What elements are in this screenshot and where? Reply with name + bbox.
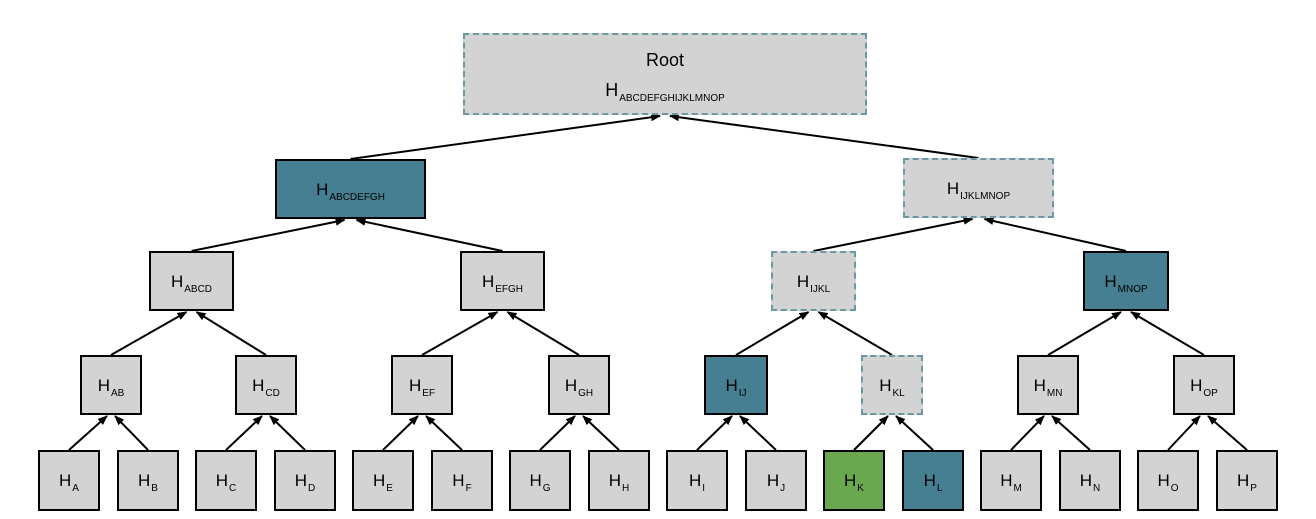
node-label: HJ (766, 471, 786, 494)
hash-node-f: HF (431, 450, 493, 511)
edge-level1-to-root (669, 113, 979, 159)
node-label: HC (215, 471, 237, 494)
edge-leaf-to-level3 (582, 415, 620, 451)
edge-leaf-to-level3 (425, 415, 463, 451)
node-label: HOP (1190, 375, 1218, 399)
hash-node-abcd: HABCD (149, 251, 234, 311)
edge-leaf-to-level3 (1051, 415, 1091, 451)
node-label: HIJKL (796, 271, 831, 295)
edge-level3-to-level2 (735, 311, 810, 356)
node-label: HMNOP (1104, 271, 1148, 295)
hash-node-cd: HCD (235, 355, 297, 415)
node-label: HABCD (170, 271, 213, 295)
node-label: HEFGH (481, 271, 524, 295)
hash-node-c: HC (195, 450, 257, 511)
edge-leaf-to-level3 (68, 415, 108, 451)
node-label: HO (1157, 471, 1179, 494)
hash-node-i: HI (666, 450, 728, 511)
node-label: HH (608, 471, 630, 494)
edge-leaf-to-level3 (539, 415, 576, 451)
edge-level3-to-level2 (110, 311, 188, 356)
edge-level2-to-level1 (983, 217, 1127, 252)
edge-level2-to-level1 (191, 217, 346, 252)
node-label: HI (688, 471, 706, 494)
node-label: HCD (252, 375, 280, 399)
hash-node-h: HH (588, 450, 650, 511)
edge-level3-to-level2 (421, 311, 499, 356)
node-label: HMN (1033, 375, 1063, 399)
edge-leaf-to-level3 (1207, 415, 1248, 451)
node-label: HF (452, 471, 472, 494)
node-label: HK (844, 471, 864, 494)
hash-node-k: HK (823, 450, 885, 511)
edge-leaf-to-level3 (269, 415, 306, 451)
hash-node-mnop: HMNOP (1083, 251, 1169, 311)
edge-level1-to-root (350, 113, 661, 160)
node-label: HP (1237, 471, 1257, 494)
hash-node-kl: HKL (861, 355, 923, 415)
edge-leaf-to-level3 (696, 415, 733, 451)
root-hash-label: HABCDEFGHIJKLMNOP (605, 79, 725, 104)
hash-node-efgh: HEFGH (460, 251, 545, 311)
node-label: HA (59, 471, 79, 494)
edge-level3-to-level2 (195, 311, 267, 356)
node-label: HKL (879, 375, 905, 399)
node-label: HABCDEFGH (316, 179, 385, 203)
node-label: HG (529, 471, 551, 494)
edge-leaf-to-level3 (114, 415, 149, 451)
edge-leaf-to-level3 (1010, 415, 1045, 451)
hash-node-ij: HIJ (704, 355, 768, 415)
edge-leaf-to-level3 (895, 415, 934, 451)
node-label: HB (138, 471, 158, 494)
node-label: HD (294, 471, 316, 494)
node-label: HGH (564, 375, 594, 399)
edge-level2-to-level1 (813, 216, 974, 252)
node-label: HM (1000, 471, 1022, 494)
node-label: HIJKLMNOP (946, 178, 1011, 202)
edge-leaf-to-level3 (853, 415, 889, 451)
hash-node-o: HO (1137, 450, 1199, 511)
hash-node-m: HM (980, 450, 1042, 511)
hash-node-g: HG (509, 450, 571, 511)
hash-node-mn: HMN (1017, 355, 1079, 415)
hash-node-abcdefgh: HABCDEFGH (275, 159, 426, 219)
edge-leaf-to-level3 (1167, 415, 1201, 451)
node-label: HIJ (725, 375, 747, 399)
edge-level2-to-level1 (355, 217, 503, 252)
hash-node-gh: HGH (548, 355, 610, 415)
edge-leaf-to-level3 (739, 415, 777, 451)
hash-node-e: HE (352, 450, 414, 511)
node-label: HL (923, 471, 943, 494)
hash-node-n: HN (1059, 450, 1121, 511)
hash-node-ab: HAB (80, 355, 142, 415)
node-label: HAB (97, 375, 125, 399)
node-label: HE (373, 471, 393, 494)
hash-node-j: HJ (745, 450, 807, 511)
node-label: HN (1079, 471, 1101, 494)
edge-leaf-to-level3 (382, 415, 419, 451)
hash-node-d: HD (274, 450, 336, 511)
edge-level3-to-level2 (1130, 311, 1205, 356)
hash-node-ijklmnop: HIJKLMNOP (903, 158, 1054, 218)
root-node: Root HABCDEFGHIJKLMNOP (463, 33, 867, 115)
edge-level3-to-level2 (817, 311, 893, 356)
hash-node-ef: HEF (391, 355, 453, 415)
node-label: HEF (408, 375, 436, 399)
hash-node-ijkl: HIJKL (771, 251, 856, 311)
hash-node-a: HA (38, 450, 100, 511)
edge-level3-to-level2 (1047, 311, 1122, 356)
edge-leaf-to-level3 (225, 415, 263, 451)
hash-node-l: HL (902, 450, 964, 511)
hash-node-b: HB (117, 450, 179, 511)
hash-node-op: HOP (1173, 355, 1235, 415)
root-title: Root (645, 49, 685, 70)
hash-node-p: HP (1216, 450, 1278, 511)
edge-level3-to-level2 (506, 311, 580, 356)
